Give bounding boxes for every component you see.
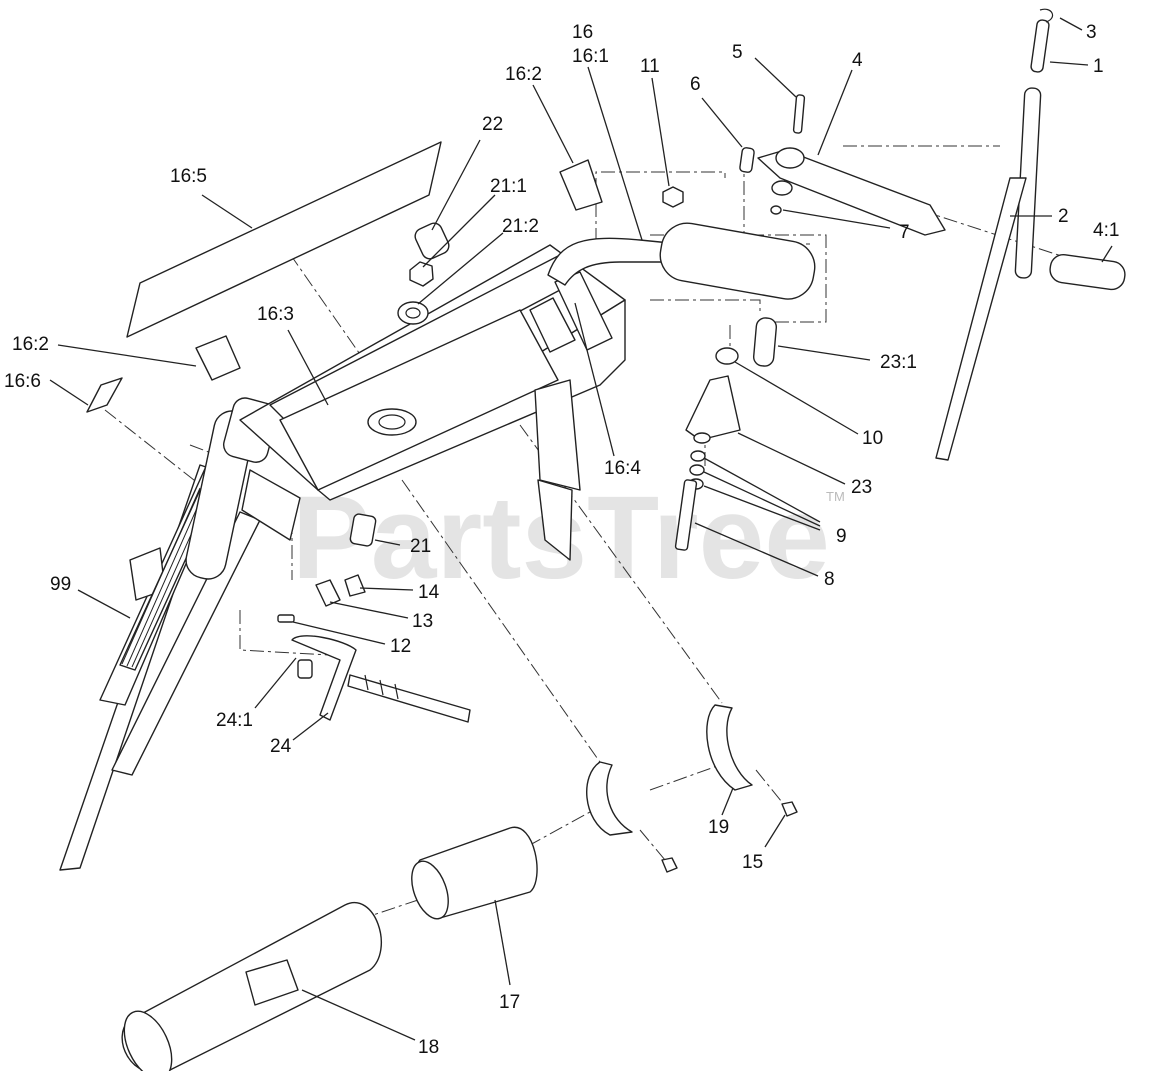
callout-16-2-top: 16:2 [505,64,542,85]
bolt-15-right [781,801,798,817]
callout-21-1: 21:1 [490,176,527,197]
callout-3: 3 [1086,22,1097,43]
handle-bar-left [59,397,301,871]
callout-23-1: 23:1 [880,352,917,373]
callout-21: 21 [410,536,431,557]
grip-4-1 [1049,253,1126,291]
callout-7: 7 [899,222,910,243]
bolt-15-left [661,857,678,873]
callout-99: 99 [50,574,71,595]
switch-assembly [277,513,377,623]
callout-22: 22 [482,114,503,135]
callout-6: 6 [690,74,701,95]
callout-21-2: 21:2 [502,216,539,237]
handle-loop [547,222,816,300]
nut-11 [662,186,684,208]
callout-15: 15 [742,852,763,873]
callout-19: 19 [708,817,729,838]
callout-16-3: 16:3 [257,304,294,325]
callout-4-1: 4:1 [1093,220,1119,241]
callout-labels: 3 1 5 4 16 16:1 11 6 16:2 22 16:5 21:1 2… [4,22,1119,1058]
decal-16-2-top [559,159,603,211]
spring-bracket [291,635,471,723]
callout-16-5: 16:5 [170,166,207,187]
console-box [239,244,626,561]
callout-16-1: 16:1 [572,46,609,67]
callout-16: 16 [572,22,593,43]
callout-10: 10 [862,428,883,449]
decal-16-6 [86,377,123,413]
callout-14: 14 [418,582,440,603]
callout-2: 2 [1058,206,1069,227]
handle-grip-18 [121,902,382,1071]
decal-16-5 [126,141,442,338]
callout-1: 1 [1093,56,1104,77]
callout-13: 13 [412,611,433,632]
callout-9: 9 [836,526,847,547]
callout-5: 5 [732,42,743,63]
callout-17: 17 [499,992,520,1013]
watermark-tm: TM [826,489,845,504]
callout-16-2-left: 16:2 [12,334,49,355]
callout-16-4: 16:4 [604,458,641,479]
clamps-19 [586,704,753,836]
decal-16-2-left [195,335,241,381]
callout-24-1: 24:1 [216,710,253,731]
callout-23: 23 [851,477,872,498]
pivot-assembly [674,317,778,551]
control-rod [935,8,1054,461]
callout-8: 8 [824,569,835,590]
leader-lines [49,17,1113,1041]
callout-11: 11 [640,56,660,77]
callout-16-6: 16:6 [4,371,41,392]
foam-sleeve-17 [411,826,538,920]
callout-4: 4 [852,50,863,71]
lever-assembly [739,94,946,236]
callout-24: 24 [270,736,292,757]
callout-12: 12 [390,636,411,657]
callout-18: 18 [418,1037,439,1058]
